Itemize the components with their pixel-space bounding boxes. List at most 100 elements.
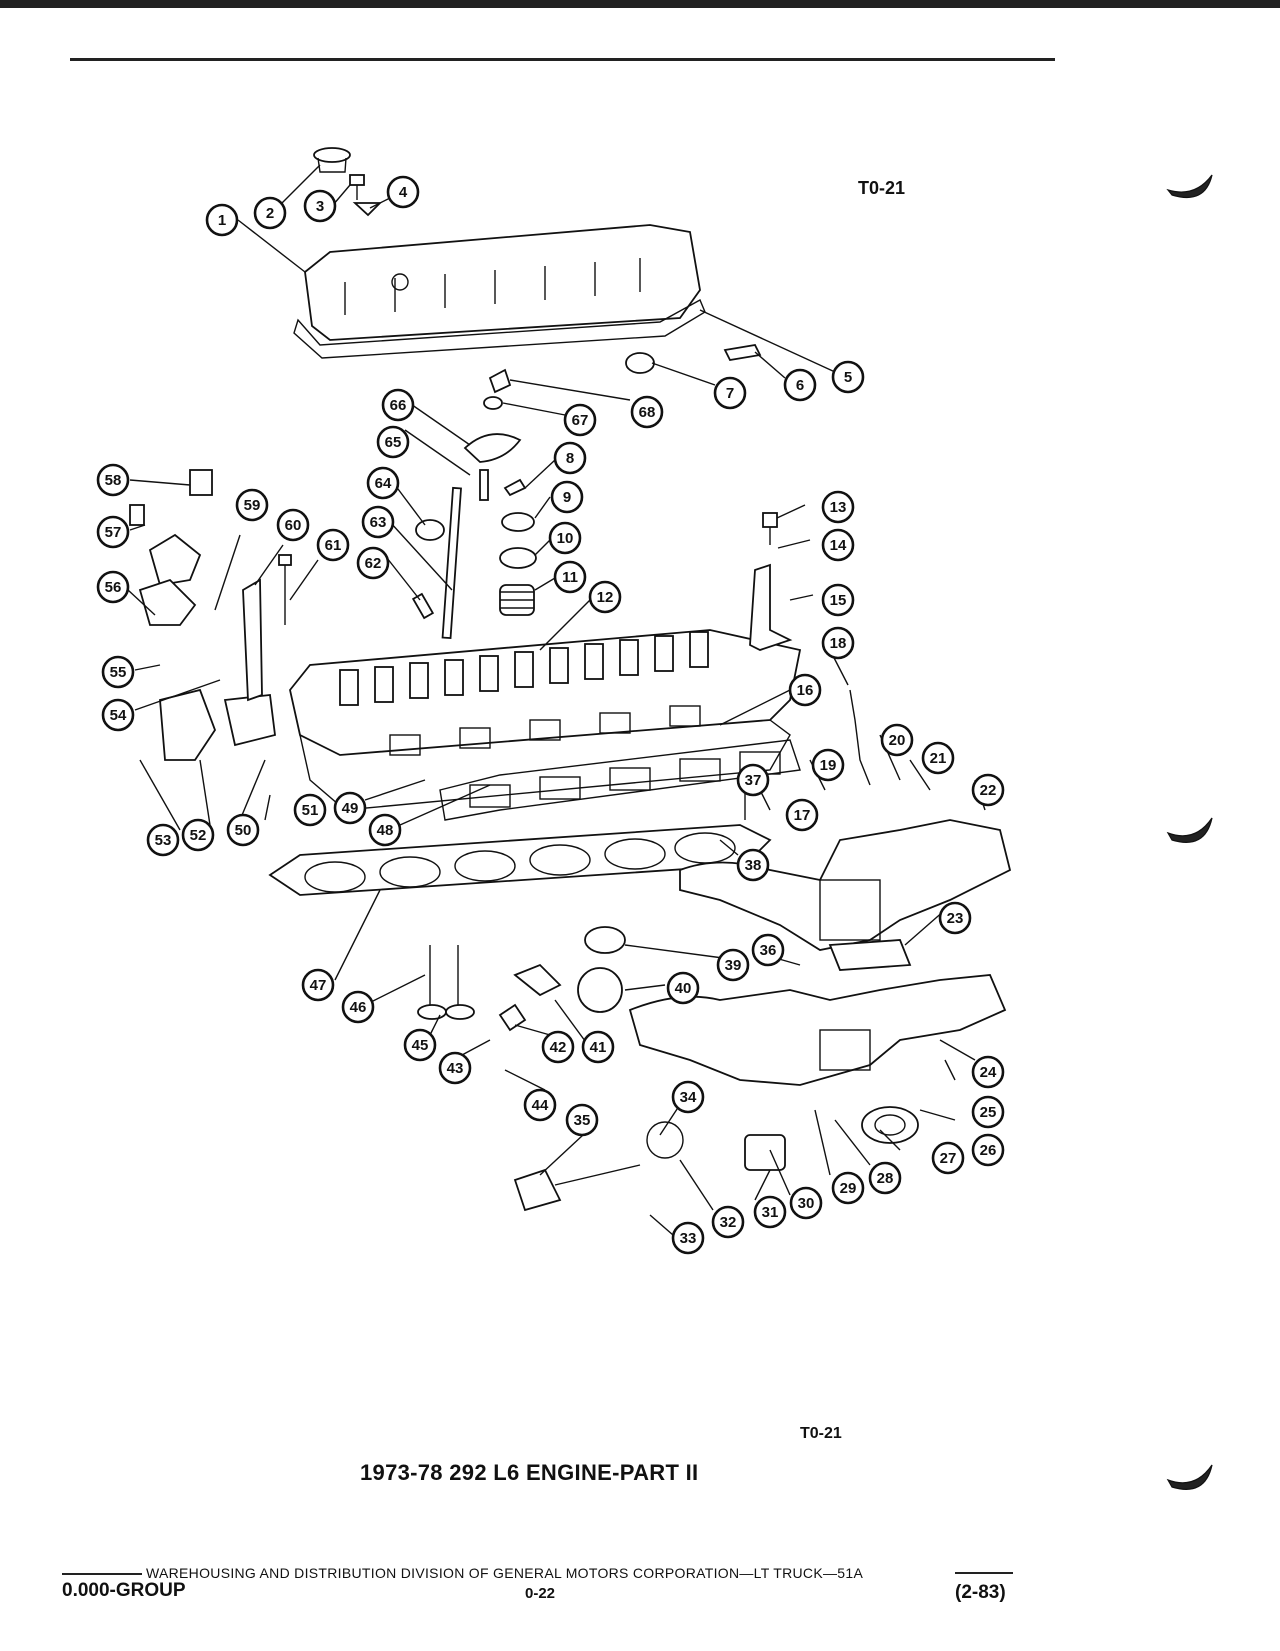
- callout-12: 12: [588, 580, 622, 614]
- callout-61: 61: [316, 528, 350, 562]
- callout-7: 7: [713, 376, 747, 410]
- callout-16: 16: [788, 673, 822, 707]
- svg-text:57: 57: [105, 524, 122, 541]
- leader-lines: [127, 164, 986, 1236]
- callout-67: 67: [563, 403, 597, 437]
- callout-55: 55: [101, 655, 135, 689]
- gasket-23-part: [828, 939, 912, 971]
- svg-text:62: 62: [365, 555, 382, 572]
- callout-28: 28: [868, 1161, 902, 1195]
- footer-dash: [62, 1573, 142, 1576]
- svg-text:26: 26: [980, 1142, 997, 1159]
- callout-10: 10: [548, 521, 582, 555]
- callout-50: 50: [226, 813, 260, 847]
- callout-63: 63: [361, 505, 395, 539]
- callout-29: 29: [831, 1171, 865, 1205]
- callout-45: 45: [403, 1028, 437, 1062]
- svg-text:32: 32: [720, 1214, 737, 1231]
- callout-19: 19: [811, 748, 845, 782]
- svg-text:67: 67: [572, 412, 589, 429]
- callout-32: 32: [711, 1205, 745, 1239]
- manifold-gasket-part: [439, 739, 801, 821]
- callout-40: 40: [666, 971, 700, 1005]
- svg-text:49: 49: [342, 800, 359, 817]
- figure-code-bottom: T0-21: [800, 1425, 842, 1442]
- svg-text:52: 52: [190, 827, 207, 844]
- svg-text:7: 7: [726, 385, 734, 402]
- svg-text:41: 41: [590, 1039, 607, 1056]
- callout-18: 18: [821, 626, 855, 660]
- callout-35: 35: [565, 1103, 599, 1137]
- svg-text:12: 12: [597, 589, 614, 606]
- bolt-part: [349, 174, 365, 200]
- callout-5: 5: [831, 360, 865, 394]
- svg-text:58: 58: [105, 472, 122, 489]
- callout-8: 8: [553, 441, 587, 475]
- svg-text:60: 60: [285, 517, 302, 534]
- svg-text:59: 59: [244, 497, 261, 514]
- callout-58: 58: [96, 463, 130, 497]
- callout-9: 9: [550, 480, 584, 514]
- svg-text:46: 46: [350, 999, 367, 1016]
- callout-60: 60: [276, 508, 310, 542]
- callout-25: 25: [971, 1095, 1005, 1129]
- svg-text:61: 61: [325, 537, 342, 554]
- oil-filler-cap-part: [313, 147, 351, 173]
- bolt-13-part: [762, 512, 778, 545]
- top-scan-bar: [0, 0, 1280, 8]
- svg-text:10: 10: [557, 530, 574, 547]
- svg-text:38: 38: [745, 857, 762, 874]
- bolt-61-part: [278, 554, 292, 625]
- figure-code-top: T0-21: [858, 178, 906, 198]
- callout-3: 3: [303, 189, 337, 223]
- svg-text:27: 27: [940, 1150, 957, 1167]
- pushrod-part: [441, 469, 489, 640]
- callout-52: 52: [181, 818, 215, 852]
- svg-text:55: 55: [110, 664, 127, 681]
- callout-23: 23: [938, 901, 972, 935]
- callout-13: 13: [821, 490, 855, 524]
- valve-spring-parts: [499, 478, 537, 616]
- callout-53: 53: [146, 823, 180, 857]
- svg-text:8: 8: [566, 450, 574, 467]
- washer-67-part: [483, 396, 503, 410]
- callout-59: 59: [235, 488, 269, 522]
- callout-2: 2: [253, 196, 287, 230]
- callout-37: 37: [736, 763, 770, 797]
- callout-34: 34: [671, 1080, 705, 1114]
- svg-text:50: 50: [235, 822, 252, 839]
- svg-text:51: 51: [302, 802, 319, 819]
- svg-text:48: 48: [377, 822, 394, 839]
- head-gasket-part: [268, 824, 772, 896]
- svg-text:34: 34: [680, 1089, 697, 1106]
- rocker-arm-part: [463, 433, 522, 463]
- svg-text:65: 65: [385, 434, 402, 451]
- valve-seal-part: [415, 519, 445, 541]
- footer-tail-rule: [955, 1572, 1013, 1574]
- svg-text:68: 68: [639, 404, 656, 421]
- callout-4: 4: [386, 175, 420, 209]
- svg-text:18: 18: [830, 635, 847, 652]
- svg-text:16: 16: [797, 682, 814, 699]
- valves-part: [417, 945, 475, 1020]
- svg-text:30: 30: [798, 1195, 815, 1212]
- svg-text:13: 13: [830, 499, 847, 516]
- callout-33: 33: [671, 1221, 705, 1255]
- callout-39: 39: [716, 948, 750, 982]
- callout-31: 31: [753, 1195, 787, 1229]
- callout-30: 30: [789, 1186, 823, 1220]
- svg-text:25: 25: [980, 1104, 997, 1121]
- svg-text:45: 45: [412, 1037, 429, 1054]
- svg-text:22: 22: [980, 782, 997, 799]
- svg-text:17: 17: [794, 807, 811, 824]
- tube-18-part: [849, 689, 871, 786]
- callout-38: 38: [736, 848, 770, 882]
- nut-68-part: [488, 368, 512, 394]
- svg-text:47: 47: [310, 977, 327, 994]
- callout-49: 49: [333, 791, 367, 825]
- callout-41: 41: [581, 1030, 615, 1064]
- callout-27: 27: [931, 1141, 965, 1175]
- cylinder-head-part: [289, 629, 802, 811]
- svg-text:33: 33: [680, 1230, 697, 1247]
- footer-publisher-text: WAREHOUSING AND DISTRIBUTION DIVISION OF…: [146, 1565, 864, 1581]
